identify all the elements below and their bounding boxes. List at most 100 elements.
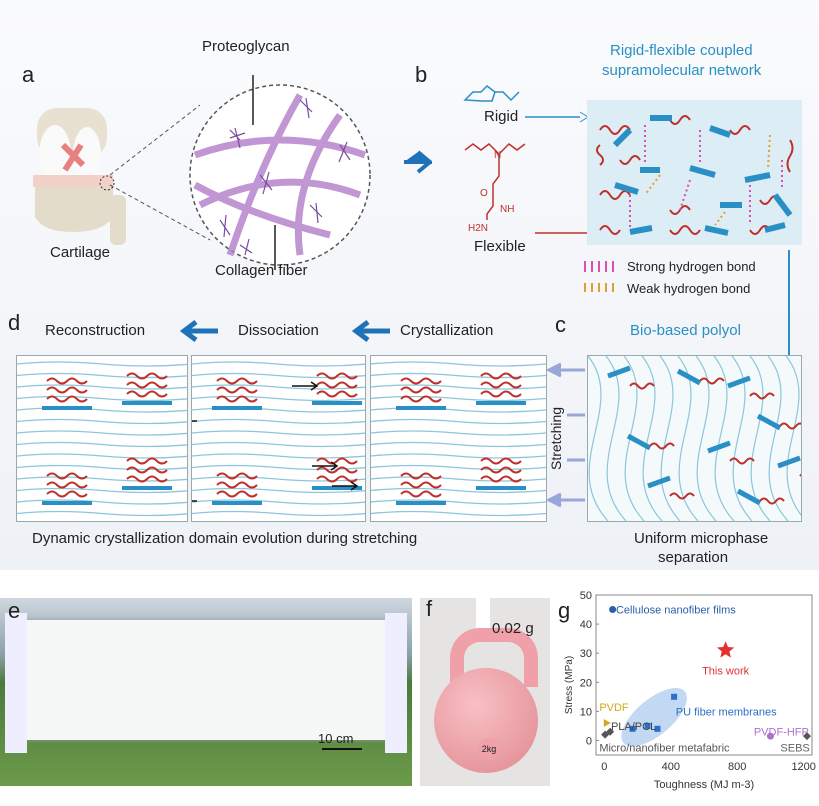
arrow-left-icon [352, 320, 390, 342]
flexible-segment [480, 466, 522, 474]
polymer-chain [370, 430, 547, 436]
flexible-monomer-structure: N NH O H2N [464, 143, 526, 234]
polymer-chain [191, 418, 368, 425]
data-point-pvdf-hfp [766, 732, 774, 740]
flexible-segment [400, 490, 442, 498]
knee-joint-illustration [33, 108, 126, 245]
flexible-segment [126, 466, 168, 474]
flexible-segment [400, 377, 442, 385]
arrow-left-icon [180, 320, 218, 342]
polymer-chain [370, 499, 547, 505]
series-label: PU fiber membranes [676, 706, 777, 718]
data-point-pu-fiber-membranes [644, 722, 651, 729]
flexible-segment [316, 372, 358, 380]
flexible-segment [480, 381, 522, 389]
flexible-segment [729, 457, 755, 465]
kettlebell-photo: 2kg 0.02 g [420, 598, 550, 786]
panel-label-a: a [22, 62, 35, 87]
polymer-chain [16, 441, 193, 448]
arrow-icon [292, 381, 319, 391]
rigid-segment [607, 365, 631, 379]
rigid-segment [736, 488, 762, 506]
microphase-caption-line2: separation [658, 549, 729, 566]
polymer-chain [191, 499, 368, 505]
flexible-segment [480, 475, 522, 483]
flexible-label: Flexible [474, 238, 526, 255]
pu-cluster-highlight [621, 688, 687, 747]
series-label: PLA/PCL [611, 721, 656, 733]
x-axis-label: Toughness (MJ m-3) [654, 779, 754, 791]
cartilage-zoom-circle [109, 75, 371, 270]
nh-label: NH [500, 204, 514, 215]
flexible-segment [46, 386, 88, 394]
flexible-segment [749, 392, 775, 400]
x-tick-label: 1200 [791, 761, 815, 773]
rigid-segment [777, 455, 801, 469]
microphase-caption-line1: Uniform microphase [634, 530, 769, 547]
polymer-chain [370, 510, 547, 517]
flexible-segment [46, 490, 88, 498]
network-title-line1: Rigid-flexible coupled [610, 42, 753, 59]
flexible-segment [779, 422, 805, 430]
flexible-segment [699, 377, 725, 385]
arrow-right-icon [404, 150, 432, 174]
polymer-chain [16, 499, 193, 505]
supramolecular-network-diagram [525, 100, 802, 245]
flexible-segment [126, 390, 168, 398]
flexible-segment [759, 497, 785, 505]
y-tick-label: 20 [580, 677, 592, 689]
chain-diagram [370, 361, 547, 517]
series-label: PVDF [599, 702, 629, 714]
polymer-chain [191, 384, 368, 390]
panel-label-g: g [558, 598, 571, 623]
flexible-segment [126, 381, 168, 389]
series-label: Cellulose nanofiber films [616, 605, 736, 617]
polymer-chain [370, 464, 547, 471]
flexible-segment [216, 377, 258, 385]
h2n-label: H2N [468, 223, 488, 234]
y-axis-label: Stress (MPa) [564, 656, 575, 714]
polymer-chain [191, 476, 368, 482]
flexible-segment [480, 372, 522, 380]
flexible-segment [126, 457, 168, 465]
rigid-segment [626, 433, 652, 451]
collagen-fiber-label: Collagen fiber [215, 262, 308, 279]
rigid-segment [676, 368, 702, 386]
strong-hbond-legend: Strong hydrogen bond [627, 259, 756, 274]
flexible-segment [480, 390, 522, 398]
panel-label-d: d [8, 310, 21, 335]
rigid-segment [707, 440, 731, 454]
microphase-network [587, 355, 819, 522]
arrow-icon [170, 416, 197, 426]
oxygen-label: O [480, 188, 488, 199]
polymer-chain [191, 361, 368, 367]
dynamic-crystallization-caption: Dynamic crystallization domain evolution… [32, 530, 418, 547]
polymer-chain [370, 395, 547, 402]
series-label: This work [702, 666, 750, 678]
polymer-chain [16, 384, 193, 390]
polymer-chain [16, 407, 193, 413]
flexible-segment [799, 472, 819, 480]
kettlebell-weight-label: 2kg [478, 738, 500, 760]
flexible-segment [46, 377, 88, 385]
polymer-chain [370, 441, 547, 448]
data-point-pu-fiber-membranes [629, 725, 636, 732]
flexible-segment [216, 395, 258, 403]
flexible-segment [216, 386, 258, 394]
flexible-segment [316, 381, 358, 389]
connector-line [788, 250, 790, 355]
flexible-segment [669, 492, 695, 500]
bio-based-polyol-label: Bio-based polyol [630, 322, 741, 339]
data-point-pla-pcl [606, 727, 615, 736]
polymer-chain [191, 453, 368, 459]
polymer-chain [370, 361, 547, 367]
data-point-micro-nanofiber-metafabric [601, 730, 610, 739]
polymer-chain [16, 418, 193, 425]
microphase-panel [587, 355, 819, 522]
left-roller [5, 613, 27, 753]
rigid-segment [727, 375, 751, 389]
flexible-segment [400, 395, 442, 403]
polymer-chain [191, 372, 368, 379]
polymer-chain [191, 430, 368, 436]
rigid-segment [756, 413, 782, 431]
